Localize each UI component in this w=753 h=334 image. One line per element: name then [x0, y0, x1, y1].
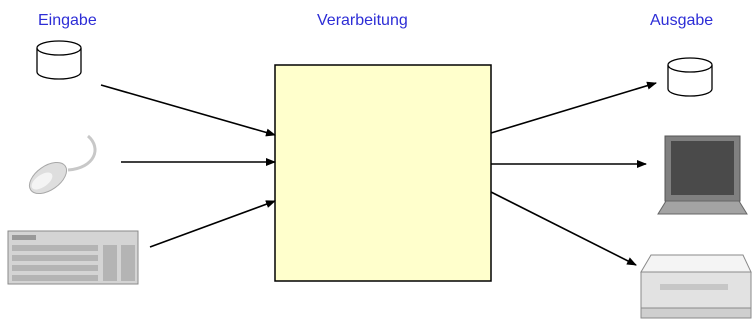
printer-icon	[640, 254, 752, 319]
arrow-process-to-output	[490, 81, 657, 134]
arrow-input-to-process	[100, 84, 276, 137]
arrow-process-to-output	[490, 191, 637, 266]
mouse-icon	[28, 134, 97, 195]
process-column-label: Verarbeitung	[317, 12, 408, 29]
arrow-input-to-process	[149, 200, 276, 248]
laptop-icon	[657, 135, 748, 215]
processing-box	[274, 64, 492, 282]
database-icon	[667, 57, 713, 97]
input-column-label: Eingabe	[38, 12, 97, 29]
output-column-label: Ausgabe	[650, 12, 714, 29]
keyboard-icon	[7, 230, 139, 285]
database-icon	[36, 40, 82, 80]
